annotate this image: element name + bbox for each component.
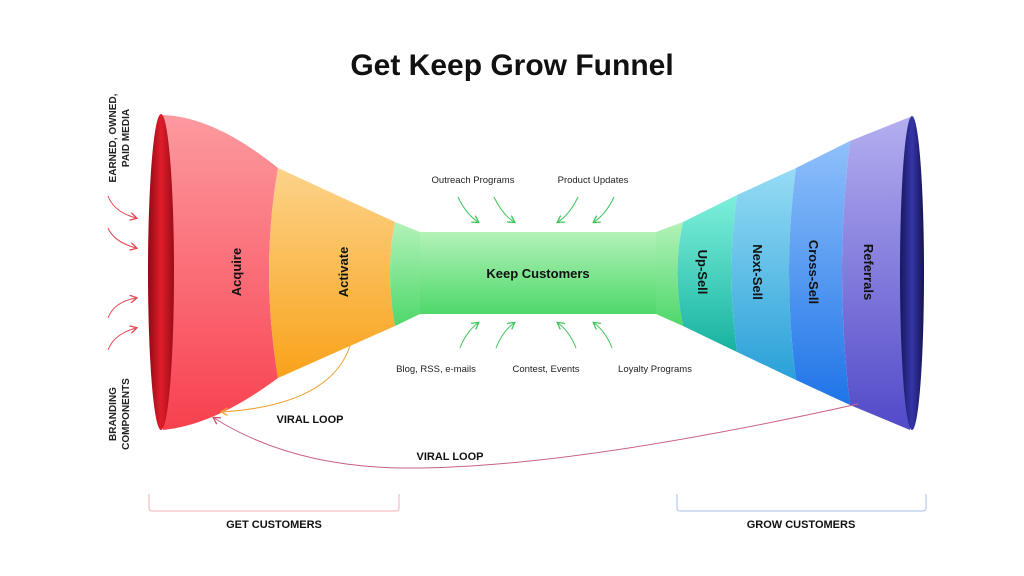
bracket-get-customers	[148, 494, 400, 512]
label-acquire: Acquire	[229, 248, 244, 296]
arrow-icon	[107, 195, 136, 218]
input-arrows-left	[107, 195, 136, 351]
segment-keep-neck-right	[656, 222, 683, 326]
input-blog-rss-emails: Blog, RSS, e-mails	[396, 364, 476, 375]
label-activate: Activate	[336, 247, 351, 298]
label-grow-customers: GROW CUSTOMERS	[747, 519, 856, 531]
arrow-icon	[107, 328, 136, 351]
segment-next-sell	[731, 168, 796, 380]
label-next-sell: Next-Sell	[750, 244, 765, 300]
segment-keep-customers	[420, 232, 656, 314]
label-cross-sell: Cross-Sell	[806, 240, 821, 304]
page-title: Get Keep Grow Funnel	[350, 49, 673, 82]
svg-text:BRANDING: BRANDING	[108, 387, 119, 441]
arrow-icon	[594, 196, 615, 222]
label-up-sell: Up-Sell	[695, 250, 710, 295]
input-outreach-programs: Outreach Programs	[432, 175, 515, 186]
label-referrals: Referrals	[861, 244, 876, 300]
input-contest-events: Contest, Events	[512, 364, 579, 375]
viral-loop-short-arrow	[222, 345, 351, 412]
viral-loop-long-arrow	[214, 403, 859, 469]
arrow-icon	[459, 323, 478, 349]
arrow-icon	[107, 298, 136, 319]
viral-loop-long-label: VIRAL LOOP	[416, 451, 483, 463]
segment-keep-neck-left	[390, 222, 420, 326]
arrow-icon	[558, 323, 577, 349]
svg-text:COMPONENTS: COMPONENTS	[121, 378, 132, 450]
input-product-updates: Product Updates	[558, 175, 629, 186]
segment-referrals	[842, 117, 913, 430]
left-rim	[148, 114, 174, 430]
segment-activate	[269, 168, 395, 378]
right-rim	[900, 116, 924, 430]
input-arrows-top	[457, 196, 615, 222]
label-get-customers: GET CUSTOMERS	[226, 519, 322, 531]
arrow-icon	[107, 227, 136, 248]
svg-text:PAID MEDIA: PAID MEDIA	[121, 109, 132, 167]
arrow-icon	[594, 323, 613, 349]
label-keep-customers: Keep Customers	[486, 266, 589, 281]
svg-text:EARNED, OWNED,: EARNED, OWNED,	[108, 93, 119, 182]
bracket-grow-customers	[676, 494, 927, 512]
side-label-media: EARNED, OWNED, PAID MEDIA	[108, 93, 132, 182]
input-loyalty-programs: Loyalty Programs	[618, 364, 692, 375]
segment-cross-sell	[789, 141, 850, 405]
arrow-icon	[495, 323, 514, 349]
segment-acquire	[163, 115, 278, 430]
viral-loop-short-label: VIRAL LOOP	[276, 414, 343, 426]
segment-up-sell	[677, 195, 737, 352]
arrow-icon	[558, 196, 579, 222]
input-arrows-bottom	[459, 323, 613, 349]
arrow-icon	[457, 196, 478, 222]
side-label-branding: BRANDING COMPONENTS	[108, 378, 132, 450]
arrow-icon	[493, 196, 514, 222]
